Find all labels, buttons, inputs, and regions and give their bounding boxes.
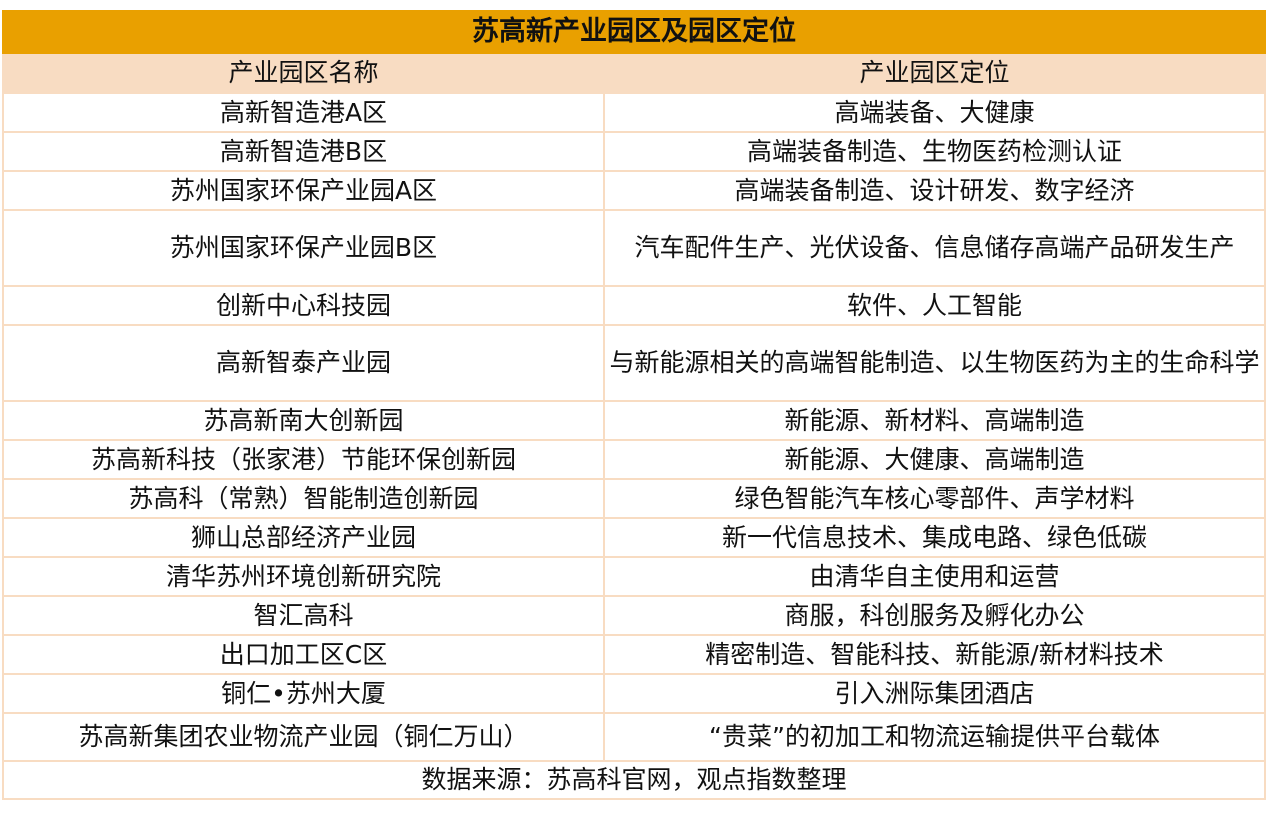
park-name-cell: 苏州国家环保产业园A区: [2, 170, 605, 211]
park-positioning-cell: 高端装备、大健康: [603, 92, 1266, 133]
park-positioning-cell: 与新能源相关的高端智能制造、以生物医药为主的生命科学: [603, 324, 1266, 402]
source-note: 数据来源：苏高科官网，观点指数整理: [2, 760, 1266, 800]
table-title: 苏高新产业园区及园区定位: [2, 10, 1266, 54]
table-header-row: 产业园区名称 产业园区定位: [2, 52, 1266, 94]
park-positioning-cell: 新一代信息技术、集成电路、绿色低碳: [603, 517, 1266, 558]
park-name-cell: 智汇高科: [2, 595, 605, 636]
table-row: 创新中心科技园软件、人工智能: [2, 285, 1266, 326]
park-positioning-cell: 精密制造、智能科技、新能源/新材料技术: [603, 634, 1266, 675]
table-row: 苏高新科技（张家港）节能环保创新园新能源、大健康、高端制造: [2, 439, 1266, 480]
park-positioning-cell: 新能源、新材料、高端制造: [603, 400, 1266, 441]
park-positioning-cell: 商服，科创服务及孵化办公: [603, 595, 1266, 636]
table-row: 高新智造港B区高端装备制造、生物医药检测认证: [2, 131, 1266, 172]
park-positioning-cell: 由清华自主使用和运营: [603, 556, 1266, 597]
park-positioning-cell: 软件、人工智能: [603, 285, 1266, 326]
table-row: 苏州国家环保产业园B区汽车配件生产、光伏设备、信息储存高端产品研发生产: [2, 209, 1266, 287]
header-park-name: 产业园区名称: [2, 52, 605, 94]
park-positioning-cell: 高端装备制造、设计研发、数字经济: [603, 170, 1266, 211]
industrial-park-table: 苏高新产业园区及园区定位 产业园区名称 产业园区定位 高新智造港A区高端装备、大…: [2, 10, 1266, 800]
park-name-cell: 创新中心科技园: [2, 285, 605, 326]
table-row: 苏高新集团农业物流产业园（铜仁万山）“贵菜”的初加工和物流运输提供平台载体: [2, 712, 1266, 762]
park-positioning-cell: 新能源、大健康、高端制造: [603, 439, 1266, 480]
table-row: 出口加工区C区精密制造、智能科技、新能源/新材料技术: [2, 634, 1266, 675]
table-row: 高新智造港A区高端装备、大健康: [2, 92, 1266, 133]
source-row: 数据来源：苏高科官网，观点指数整理: [2, 760, 1266, 800]
park-positioning-cell: 引入洲际集团酒店: [603, 673, 1266, 714]
table-row: 铜仁•苏州大厦引入洲际集团酒店: [2, 673, 1266, 714]
table-row: 苏高科（常熟）智能制造创新园绿色智能汽车核心零部件、声学材料: [2, 478, 1266, 519]
table-row: 高新智泰产业园与新能源相关的高端智能制造、以生物医药为主的生命科学: [2, 324, 1266, 402]
table-row: 智汇高科商服，科创服务及孵化办公: [2, 595, 1266, 636]
park-name-cell: 铜仁•苏州大厦: [2, 673, 605, 714]
park-name-cell: 高新智造港A区: [2, 92, 605, 133]
park-name-cell: 高新智造港B区: [2, 131, 605, 172]
park-positioning-cell: 汽车配件生产、光伏设备、信息储存高端产品研发生产: [603, 209, 1266, 287]
park-name-cell: 出口加工区C区: [2, 634, 605, 675]
park-positioning-cell: 绿色智能汽车核心零部件、声学材料: [603, 478, 1266, 519]
park-positioning-cell: 高端装备制造、生物医药检测认证: [603, 131, 1266, 172]
park-name-cell: 苏高新科技（张家港）节能环保创新园: [2, 439, 605, 480]
table-row: 苏州国家环保产业园A区高端装备制造、设计研发、数字经济: [2, 170, 1266, 211]
park-name-cell: 清华苏州环境创新研究院: [2, 556, 605, 597]
table-row: 狮山总部经济产业园新一代信息技术、集成电路、绿色低碳: [2, 517, 1266, 558]
park-name-cell: 苏高新集团农业物流产业园（铜仁万山）: [2, 712, 605, 762]
table-row: 苏高新南大创新园新能源、新材料、高端制造: [2, 400, 1266, 441]
header-park-positioning: 产业园区定位: [603, 52, 1266, 94]
park-name-cell: 苏高新南大创新园: [2, 400, 605, 441]
table-row: 清华苏州环境创新研究院由清华自主使用和运营: [2, 556, 1266, 597]
park-name-cell: 狮山总部经济产业园: [2, 517, 605, 558]
table-title-row: 苏高新产业园区及园区定位: [2, 10, 1266, 54]
park-name-cell: 高新智泰产业园: [2, 324, 605, 402]
park-positioning-cell: “贵菜”的初加工和物流运输提供平台载体: [603, 712, 1266, 762]
park-name-cell: 苏高科（常熟）智能制造创新园: [2, 478, 605, 519]
park-name-cell: 苏州国家环保产业园B区: [2, 209, 605, 287]
